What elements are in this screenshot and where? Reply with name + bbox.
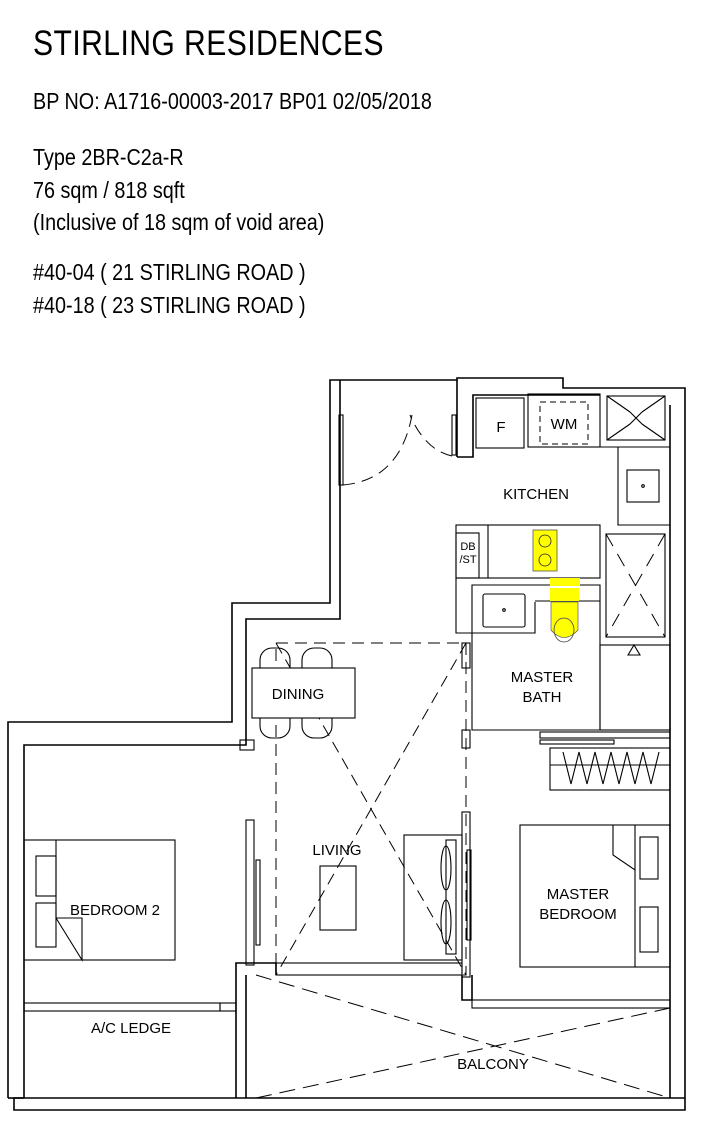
db-st-label-1: DB [460, 541, 475, 553]
room-label-bedroom-2: BEDROOM 2 [70, 902, 160, 919]
shower [605, 533, 666, 638]
room-label-kitchen: KITCHEN [503, 486, 569, 503]
coffee-table [319, 865, 357, 931]
living-dining: DINING LIVING [251, 642, 467, 976]
room-label-master-bedroom-2: BEDROOM [539, 906, 617, 923]
bedroom-2: BEDROOM 2 [23, 839, 176, 962]
room-label-master-bath-1: MASTER [511, 669, 574, 686]
project-title: STIRLING RESIDENCES [33, 24, 385, 63]
washing-machine [539, 401, 589, 445]
master-bath: MASTER BATH [455, 533, 671, 731]
outer-walls [7, 377, 686, 1111]
entrance-door [338, 380, 600, 486]
hob [532, 529, 558, 572]
db-st-label-2: /ST [459, 554, 476, 566]
kitchen-sink [626, 469, 660, 503]
unit-number-1: #40-04 ( 21 STIRLING ROAD ) [33, 259, 306, 285]
room-label-living: LIVING [312, 842, 361, 859]
unit-number-2: #40-18 ( 23 STIRLING ROAD ) [33, 292, 306, 318]
room-label-balcony: BALCONY [457, 1056, 529, 1073]
void-area [275, 642, 467, 976]
room-label-master-bedroom-1: MASTER [547, 886, 610, 903]
dining-table [251, 667, 356, 719]
room-label-master-bath-2: BATH [523, 689, 562, 706]
fridge-label: F [496, 419, 505, 436]
ac-ledge: A/C LEDGE [23, 1002, 237, 1037]
toilet [550, 601, 579, 638]
master-bedroom: MASTER BEDROOM [519, 824, 671, 968]
room-label-ac-ledge: A/C LEDGE [91, 1020, 171, 1037]
room-label-dining: DINING [272, 686, 325, 703]
area-note: (Inclusive of 18 sqm of void area) [33, 209, 325, 235]
unit-type: Type 2BR-C2a-R [33, 144, 184, 170]
bath-sink [482, 593, 526, 628]
unit-area: 76 sqm / 818 sqft [33, 177, 185, 203]
washing-machine-label: WM [551, 416, 578, 433]
bedroom2-bed [23, 839, 176, 961]
kitchen: F WM KITCHEN DB /ST [455, 393, 670, 579]
master-bed [519, 824, 671, 968]
sofa [403, 834, 463, 961]
wardrobe [539, 731, 671, 791]
bp-number: BP NO: A1716-00003-2017 BP01 02/05/2018 [33, 88, 432, 114]
balcony: BALCONY [255, 974, 671, 1099]
